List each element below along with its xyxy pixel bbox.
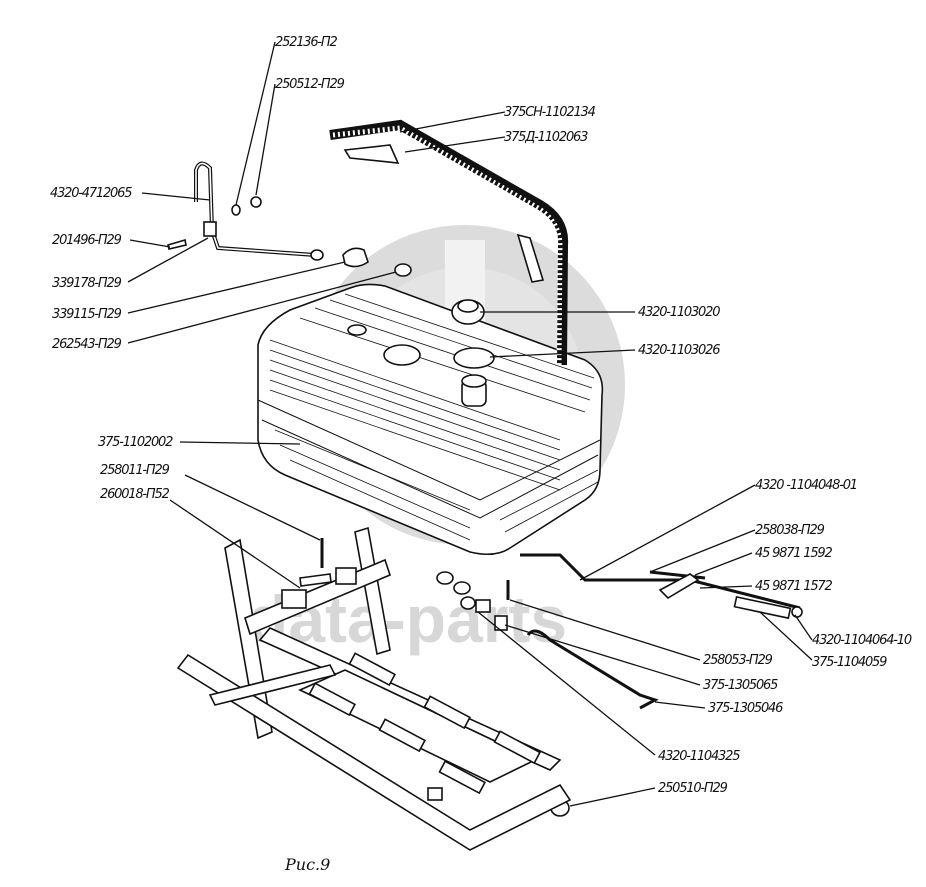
label-4320-4712065: 4320-4712065	[50, 186, 132, 201]
label-375-1102002: 375-1102002	[98, 435, 173, 450]
tank-strap	[329, 119, 569, 366]
label-262543-p29: 262543-П29	[52, 337, 122, 352]
label-375d-1102063: 375Д-1102063	[504, 130, 588, 145]
label-250510-p29: 250510-П29	[658, 781, 728, 796]
label-45-9871-1592: 45 9871 1592	[755, 546, 833, 561]
label-375-1305065: 375-1305065	[703, 678, 778, 693]
label-201496-p29: 201496-П29	[52, 233, 122, 248]
mounting-frame	[176, 526, 572, 851]
label-4320-1103020: 4320-1103020	[638, 305, 720, 320]
label-4320-1104064-10: 4320-1104064-10	[812, 633, 912, 648]
filler-cap	[451, 299, 485, 325]
label-375-1305046: 375-1305046	[708, 701, 783, 716]
label-4320-1104325: 4320-1104325	[658, 749, 740, 764]
label-375-1104059: 375-1104059	[812, 655, 887, 670]
label-260018-p52: 260018-П52	[100, 487, 170, 502]
figure-caption: Рис.9	[284, 855, 330, 874]
part-labels: 252136-П2 250512-П29 375СН-1102134 375Д-…	[50, 35, 913, 796]
label-252136-p2: 252136-П2	[275, 35, 337, 50]
label-339115-p29: 339115-П29	[52, 307, 122, 322]
label-375sn-1102134: 375СН-1102134	[504, 105, 596, 120]
label-258038-p29: 258038-П29	[755, 523, 825, 538]
label-258011-p29: 258011-П29	[100, 463, 170, 478]
label-45-9871-1572: 45 9871 1572	[755, 579, 833, 594]
fuel-tank	[257, 283, 604, 556]
label-4320-1103026: 4320-1103026	[638, 343, 720, 358]
label-250512-p29: 250512-П29	[275, 77, 345, 92]
leader-lines	[127, 41, 813, 807]
label-339178-p29: 339178-П29	[52, 276, 122, 291]
label-258053-p29: 258053-П29	[703, 653, 773, 668]
vent-tube	[167, 161, 412, 277]
label-4320-1104048-01: 4320 -1104048-01	[755, 478, 857, 493]
